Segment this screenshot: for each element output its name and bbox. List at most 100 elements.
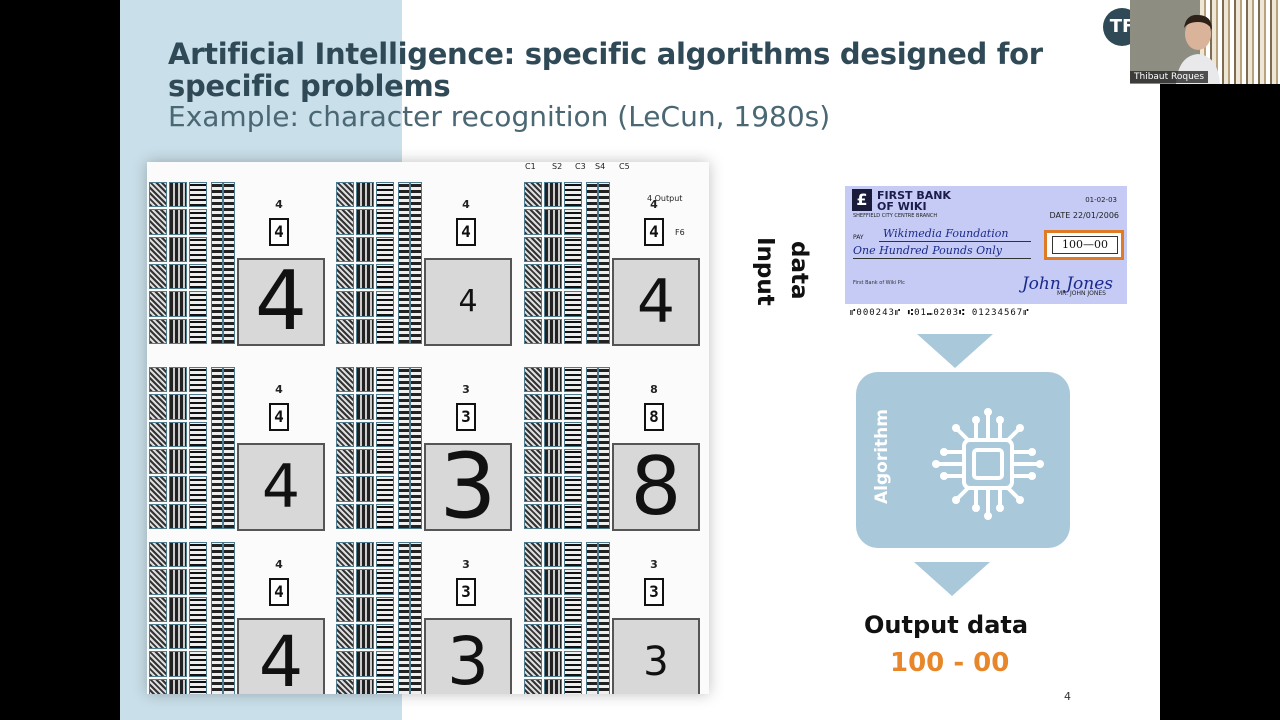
feature-map bbox=[544, 678, 562, 694]
feature-map bbox=[376, 421, 394, 447]
feature-map bbox=[336, 421, 354, 447]
feature-map bbox=[356, 678, 374, 694]
feature-strip bbox=[223, 182, 235, 344]
feature-map bbox=[169, 503, 187, 529]
feature-map bbox=[524, 569, 542, 595]
feature-map bbox=[524, 503, 542, 529]
input-digit-image: 4 bbox=[237, 618, 325, 694]
feature-map bbox=[356, 596, 374, 622]
feature-map bbox=[544, 449, 562, 475]
feature-map bbox=[336, 542, 354, 568]
feature-map bbox=[376, 651, 394, 677]
output-digit-box: 3 bbox=[456, 578, 476, 606]
output-digit-box: 3 bbox=[644, 578, 664, 606]
input-digit-image: 4 bbox=[237, 258, 325, 346]
feature-map bbox=[376, 503, 394, 529]
micr-line: ⑈000243⑈ ⑆01⑉0203⑆ 01234567⑈ bbox=[850, 308, 1030, 318]
feature-map bbox=[544, 651, 562, 677]
feature-strip bbox=[211, 542, 223, 694]
feature-map bbox=[336, 394, 354, 420]
feature-strip bbox=[586, 182, 598, 344]
feature-map bbox=[544, 624, 562, 650]
feature-map bbox=[169, 421, 187, 447]
feature-map bbox=[189, 209, 207, 235]
feature-map bbox=[564, 367, 582, 393]
feature-map bbox=[376, 394, 394, 420]
feature-map bbox=[376, 569, 394, 595]
feature-map bbox=[169, 651, 187, 677]
arrow-down-icon bbox=[917, 334, 993, 368]
feature-map bbox=[524, 678, 542, 694]
feature-map bbox=[544, 569, 562, 595]
feature-map bbox=[544, 209, 562, 235]
feature-map bbox=[524, 421, 542, 447]
feature-map-grid bbox=[336, 182, 394, 344]
feature-map bbox=[149, 318, 167, 344]
feature-map bbox=[189, 624, 207, 650]
feature-map bbox=[356, 651, 374, 677]
feature-map bbox=[149, 476, 167, 502]
feature-map bbox=[189, 421, 207, 447]
layer-label: C5 bbox=[619, 162, 630, 171]
bank-name-line1: FIRST BANK bbox=[877, 189, 951, 202]
slide-title: Artificial Intelligence: specific algori… bbox=[168, 37, 1043, 103]
feature-map-grid bbox=[149, 542, 207, 694]
feature-map bbox=[189, 367, 207, 393]
f6-annotation: F6 bbox=[675, 228, 685, 237]
feature-map bbox=[169, 449, 187, 475]
payee-line bbox=[879, 241, 1031, 242]
slide: Artificial Intelligence: specific algori… bbox=[120, 0, 1160, 720]
feature-map bbox=[564, 291, 582, 317]
feature-map bbox=[544, 236, 562, 262]
output-digit-box: 4 bbox=[644, 218, 664, 246]
feature-map bbox=[524, 596, 542, 622]
feature-strip bbox=[410, 182, 422, 344]
feature-map bbox=[356, 264, 374, 290]
feature-strip bbox=[398, 542, 410, 694]
feature-map bbox=[169, 318, 187, 344]
feature-map bbox=[336, 367, 354, 393]
input-digit-image: 3 bbox=[424, 443, 512, 531]
presenter-webcam: Thibaut Roques bbox=[1130, 0, 1280, 84]
feature-map bbox=[169, 596, 187, 622]
bank-name-line2: OF WIKI bbox=[877, 200, 927, 213]
feature-map bbox=[376, 367, 394, 393]
feature-map bbox=[169, 542, 187, 568]
feature-map bbox=[189, 318, 207, 344]
signature: John Jones bbox=[1021, 274, 1113, 294]
feature-map bbox=[544, 421, 562, 447]
feature-map bbox=[356, 449, 374, 475]
feature-map bbox=[169, 394, 187, 420]
page-number: 4 bbox=[1064, 690, 1071, 703]
feature-map bbox=[356, 421, 374, 447]
output-digit-box: 4 bbox=[269, 578, 289, 606]
feature-map bbox=[336, 449, 354, 475]
feature-map-grid bbox=[149, 182, 207, 344]
feature-map bbox=[376, 624, 394, 650]
algorithm-box: Algorithm bbox=[856, 372, 1070, 548]
feature-strip bbox=[223, 542, 235, 694]
feature-map bbox=[356, 624, 374, 650]
input-digit-image: 3 bbox=[424, 618, 512, 694]
feature-map bbox=[524, 624, 542, 650]
feature-map bbox=[336, 291, 354, 317]
feature-map bbox=[524, 367, 542, 393]
feature-map bbox=[524, 264, 542, 290]
feature-map bbox=[149, 182, 167, 208]
input-data-label: Input data bbox=[748, 237, 820, 307]
feature-map bbox=[189, 596, 207, 622]
feature-map bbox=[564, 318, 582, 344]
feature-map bbox=[189, 678, 207, 694]
feature-map bbox=[149, 291, 167, 317]
feature-strip bbox=[586, 542, 598, 694]
cheque-image: £ FIRST BANK OF WIKI SHEFFIELD CITY CENT… bbox=[845, 186, 1127, 304]
feature-strip bbox=[410, 542, 422, 694]
pay-label: PAY bbox=[853, 234, 864, 241]
feature-map bbox=[524, 449, 542, 475]
feature-map bbox=[376, 476, 394, 502]
feature-map bbox=[169, 236, 187, 262]
feature-map-grid bbox=[336, 367, 394, 529]
feature-map-grid bbox=[149, 367, 207, 529]
feature-map bbox=[189, 182, 207, 208]
